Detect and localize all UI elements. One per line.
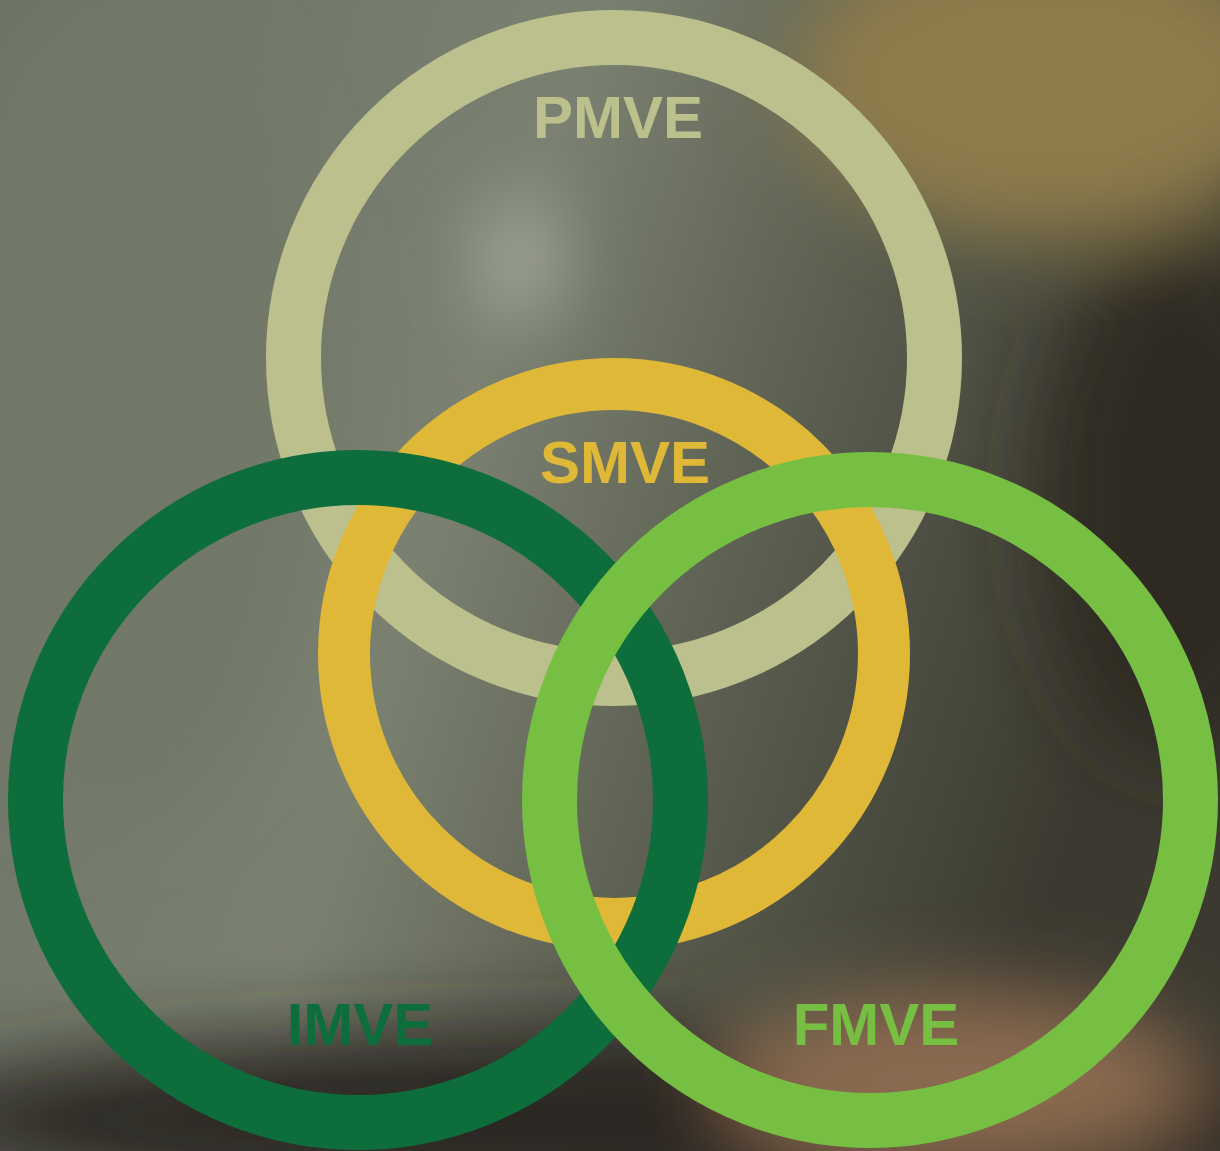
photo-blur [490, 200, 550, 320]
ring-circle [550, 480, 1191, 1121]
photo-blur [790, 0, 1220, 240]
photo-blur [0, 0, 320, 820]
ring-node: PMVE [266, 10, 962, 706]
ring-circle [36, 478, 681, 1123]
ring-label: IMVE [210, 995, 510, 1055]
ring-circle [294, 38, 935, 679]
photo-blur [720, 990, 1200, 1151]
ring-label: SMVE [475, 433, 775, 493]
ring-label: FMVE [726, 995, 1026, 1055]
ring-node: IMVE [8, 450, 708, 1150]
ring-circle [344, 384, 884, 924]
photo-blur [1040, 240, 1220, 760]
ring-outline [522, 452, 1218, 1148]
ring-outline [318, 358, 910, 950]
ring-outline [266, 10, 962, 706]
ring-node: SMVE [318, 358, 910, 950]
ring-outline [8, 450, 708, 1150]
ring-label: PMVE [468, 88, 768, 148]
ring-node: FMVE [522, 452, 1218, 1148]
